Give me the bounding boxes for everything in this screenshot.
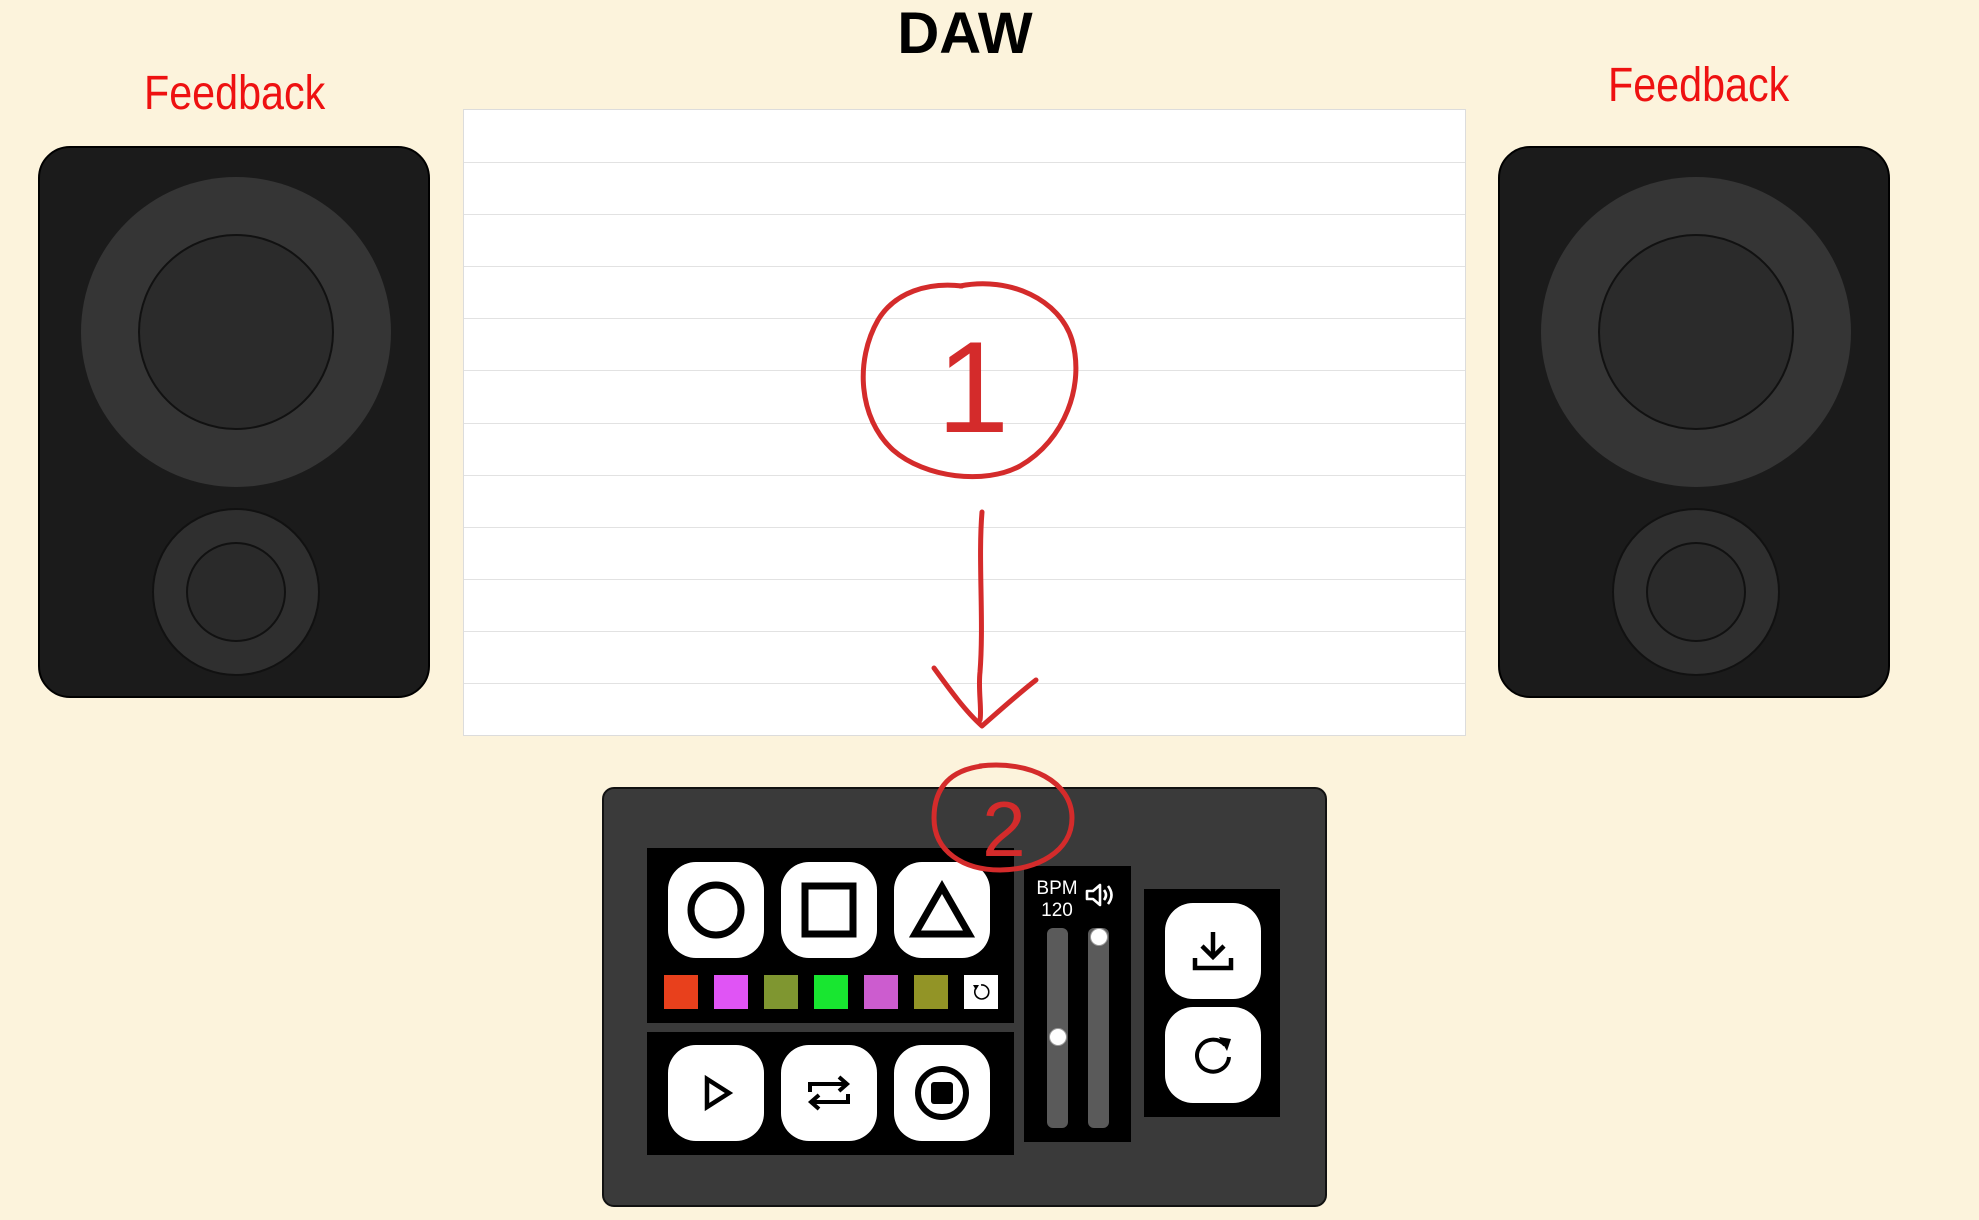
loop-button[interactable] [781, 1045, 877, 1141]
track-lane-divider [464, 162, 1465, 163]
right-tweeter-dome [1646, 542, 1746, 642]
track-lane-divider [464, 266, 1465, 267]
color-swatch-row [664, 975, 1004, 1009]
left-speaker[interactable] [38, 146, 430, 698]
color-swatch[interactable] [814, 975, 848, 1009]
download-icon [1192, 932, 1234, 971]
file-panel [1144, 889, 1280, 1117]
loop-icon [807, 1075, 851, 1111]
track-lane-divider [464, 579, 1465, 580]
left-woofer-dust-cap [138, 234, 334, 430]
transport-panel [647, 1032, 1014, 1155]
right-feedback-label: Feedback [1608, 59, 1790, 112]
bpm-label: BPM [1036, 878, 1078, 899]
track-lane-divider [464, 475, 1465, 476]
reset-colors-button[interactable] [964, 975, 998, 1009]
track-area[interactable] [463, 109, 1466, 736]
left-tweeter-dome [186, 542, 286, 642]
bpm-slider[interactable] [1047, 928, 1068, 1128]
color-swatch[interactable] [914, 975, 948, 1009]
right-woofer-dust-cap [1598, 234, 1794, 430]
circle-icon [687, 881, 745, 939]
triangle-shape-button[interactable] [894, 862, 990, 958]
circle-shape-button[interactable] [668, 862, 764, 958]
color-swatch[interactable] [714, 975, 748, 1009]
control-console: BPM 120 [602, 787, 1327, 1207]
play-button[interactable] [668, 1045, 764, 1141]
track-lane-divider [464, 370, 1465, 371]
square-icon [801, 882, 857, 938]
triangle-icon [909, 879, 975, 938]
color-swatch[interactable] [864, 975, 898, 1009]
bpm-slider-handle[interactable] [1049, 1028, 1067, 1046]
shape-color-panel [647, 848, 1014, 1023]
track-lane-divider [464, 527, 1465, 528]
track-lane-divider [464, 214, 1465, 215]
color-swatch[interactable] [664, 975, 698, 1009]
bpm-value: 120 [1041, 900, 1073, 921]
track-lane-divider [464, 683, 1465, 684]
left-woofer-cone [81, 177, 391, 487]
stop-record-icon [915, 1066, 969, 1120]
speaker-volume-icon [1085, 883, 1113, 907]
page-title: DAW [897, 1, 1033, 66]
redo-button[interactable] [1165, 1007, 1261, 1103]
volume-slider[interactable] [1088, 928, 1109, 1128]
download-button[interactable] [1165, 903, 1261, 999]
color-swatch[interactable] [764, 975, 798, 1009]
bpm-volume-panel: BPM 120 [1024, 866, 1131, 1142]
square-shape-button[interactable] [781, 862, 877, 958]
track-lane-divider [464, 318, 1465, 319]
right-tweeter [1612, 508, 1780, 676]
play-icon [704, 1074, 734, 1112]
volume-control[interactable] [1084, 880, 1116, 915]
redo-icon [1195, 1037, 1231, 1074]
stop-button[interactable] [894, 1045, 990, 1141]
right-speaker[interactable] [1498, 146, 1890, 698]
left-tweeter [152, 508, 320, 676]
track-lane-divider [464, 631, 1465, 632]
left-feedback-label: Feedback [144, 67, 326, 120]
undo-icon [973, 984, 990, 1000]
right-woofer-cone [1541, 177, 1851, 487]
volume-slider-handle[interactable] [1090, 928, 1108, 946]
track-lane-divider [464, 423, 1465, 424]
